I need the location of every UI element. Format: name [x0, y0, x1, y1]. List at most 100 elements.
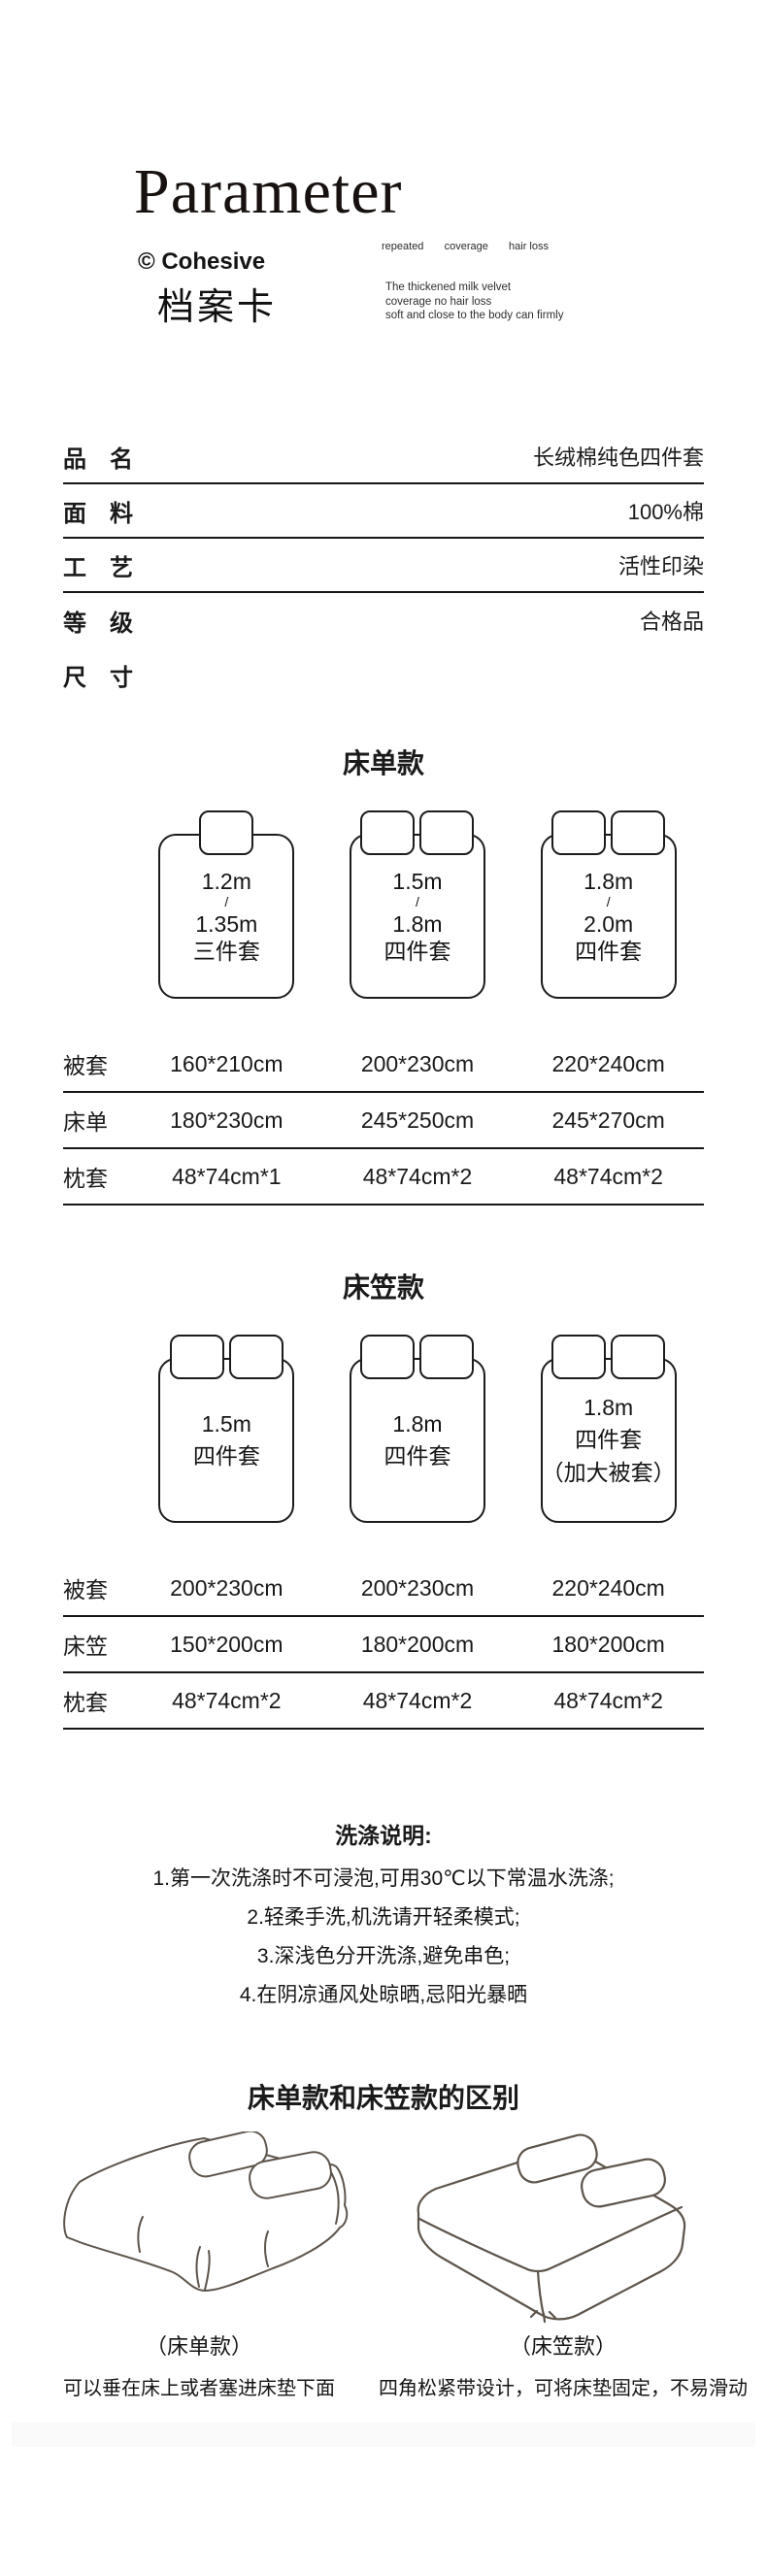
- pillow-icon: [551, 810, 607, 855]
- bed-size-label: 1.8m: [392, 910, 443, 937]
- washing-item: 2.轻柔手洗,机洗请开轻柔模式;: [247, 1906, 520, 1929]
- fitted-style-column: （床笠款） 四角松紧带设计，可将床垫固定，不易滑动: [379, 2131, 748, 2400]
- size-cell: 48*74cm*2: [362, 1163, 473, 1189]
- row-label: 床笠: [63, 1634, 108, 1659]
- size-cell: 180*200cm: [360, 1631, 475, 1657]
- bed-set-label: 四件套: [192, 1443, 260, 1469]
- size-cell: 200*230cm: [360, 1574, 475, 1601]
- bed-set-label: 四件套: [384, 1443, 451, 1469]
- size-cell: 150*200cm: [170, 1631, 283, 1657]
- size-cell: 245*270cm: [551, 1106, 665, 1133]
- bed-diagram: 1.2m / 1.35m 三件套: [158, 810, 295, 999]
- bed-size-label: 1.5m: [201, 1410, 251, 1437]
- mattress-outline: 1.8m / 2.0m 四件套: [540, 834, 677, 999]
- pillow-icon: [228, 1335, 283, 1379]
- washing-item: 1.第一次洗涤时不可浸泡,可用30℃以下常温水洗涤;: [152, 1867, 615, 1890]
- pillow-icon: [419, 810, 475, 855]
- sheet-style-column: （床单款） 可以垂在床上或者塞进床垫下面: [19, 2131, 379, 2400]
- pillow-icon: [611, 1335, 666, 1379]
- pillow-icon: [611, 810, 666, 855]
- mattress-outline: 1.8m 四件套 （加大被套）: [540, 1358, 677, 1523]
- size-cell: 180*230cm: [170, 1106, 283, 1133]
- bed-set-label: 四件套: [384, 938, 451, 964]
- fitted-size-table: 被套 200*230cm 200*230cm 220*240cm 床笠 150*…: [63, 1561, 704, 1730]
- illustration-label: （床单款）: [145, 2334, 252, 2359]
- mattress-outline: 1.5m 四件套: [158, 1358, 295, 1523]
- spec-label: 等 级: [63, 610, 133, 637]
- bed-diagram: 1.8m / 2.0m 四件套: [540, 810, 677, 999]
- washing-list: 1.第一次洗涤时不可浸泡,可用30℃以下常温水洗涤; 2.轻柔手洗,机洗请开轻柔…: [0, 1860, 767, 2015]
- keyword-row: repeated coverage hair loss: [382, 241, 549, 252]
- size-cell: 220*240cm: [551, 1574, 665, 1601]
- bed-set-label: 四件套: [575, 938, 643, 964]
- size-cell: 48*74cm*2: [553, 1163, 663, 1189]
- size-separator: /: [416, 894, 419, 910]
- product-description: The thickened milk velvet coverage no ha…: [385, 281, 563, 323]
- table-row: 床单 180*230cm 245*250cm 245*270cm: [63, 1093, 704, 1149]
- description-line: The thickened milk velvet: [385, 281, 512, 293]
- spec-row-size: 尺 寸: [63, 647, 704, 702]
- bed-size-label: 1.8m: [392, 1410, 443, 1437]
- table-row: 被套 200*230cm 200*230cm 220*240cm: [63, 1561, 704, 1617]
- footer-band: [12, 2423, 755, 2447]
- mattress-outline: 1.8m 四件套: [349, 1358, 485, 1523]
- spec-label: 工 艺: [63, 554, 133, 581]
- mattress-outline: 1.2m / 1.35m 三件套: [158, 834, 295, 999]
- bed-size-label: 1.5m: [392, 869, 443, 895]
- bed-set-note: （加大被套）: [541, 1459, 676, 1485]
- spec-row-fabric: 面 料 100%棉: [63, 484, 704, 539]
- size-cell: 48*74cm*2: [362, 1687, 473, 1713]
- keyword-coverage: coverage: [444, 241, 488, 252]
- keyword-repeated: repeated: [382, 241, 424, 252]
- size-cell: 160*210cm: [170, 1050, 283, 1076]
- pillow-icon: [360, 810, 416, 855]
- bed-size-label: 1.8m: [584, 1394, 634, 1420]
- spec-value: 活性印染: [617, 554, 704, 578]
- row-label: 枕套: [63, 1690, 108, 1715]
- table-row: 被套 160*210cm 200*230cm 220*240cm: [63, 1037, 704, 1093]
- size-cell: 48*74cm*1: [172, 1163, 282, 1189]
- bed-diagram: 1.8m 四件套: [349, 1335, 485, 1523]
- size-cell: 48*74cm*2: [172, 1687, 282, 1713]
- sheet-bed-diagrams: 1.2m / 1.35m 三件套 1.5m / 1.8m 四件套: [63, 810, 704, 999]
- pillow-icon: [551, 1335, 607, 1379]
- difference-comparison: （床单款） 可以垂在床上或者塞进床垫下面 （床笠款） 四角松紧带设计，可将床垫固…: [19, 2131, 748, 2400]
- row-label: 被套: [63, 1053, 108, 1078]
- bed-size-label: 1.35m: [195, 910, 258, 937]
- size-separator: /: [224, 894, 229, 910]
- bed-diagram: 1.5m / 1.8m 四件套: [349, 810, 485, 999]
- difference-title: 床单款和床笠款的区别: [247, 2083, 519, 2113]
- row-label: 枕套: [63, 1166, 108, 1191]
- fitted-bed-diagrams: 1.5m 四件套 1.8m 四件套: [63, 1335, 704, 1523]
- size-separator: /: [606, 894, 611, 910]
- section-title-sheet: 床单款: [342, 748, 424, 778]
- pillow-icon: [419, 1335, 475, 1379]
- bed-sheet-illustration: [62, 2131, 348, 2292]
- washing-item: 3.深浅色分开洗涤,避免串色;: [256, 1945, 511, 1967]
- pillow-icon: [199, 810, 254, 855]
- fitted-sheet-illustration: [417, 2133, 685, 2324]
- spec-row-name: 品 名 长绒棉纯色四件套: [63, 430, 704, 484]
- washing-instructions: 洗涤说明: 1.第一次洗涤时不可浸泡,可用30℃以下常温水洗涤; 2.轻柔手洗,…: [0, 1817, 767, 2015]
- table-row: 床笠 150*200cm 180*200cm 180*200cm: [63, 1617, 704, 1673]
- sheet-size-table: 被套 160*210cm 200*230cm 220*240cm 床单 180*…: [63, 1037, 704, 1205]
- bed-set-label: 四件套: [575, 1427, 643, 1453]
- spec-table: 品 名 长绒棉纯色四件套 面 料 100%棉 工 艺 活性印染 等 级 合格品 …: [63, 430, 704, 702]
- mattress-outline: 1.5m / 1.8m 四件套: [349, 834, 485, 999]
- row-label: 被套: [63, 1577, 108, 1602]
- section-title-fitted: 床笠款: [342, 1272, 424, 1303]
- table-row: 枕套 48*74cm*2 48*74cm*2 48*74cm*2: [63, 1673, 704, 1730]
- illustration-label: （床笠款）: [509, 2334, 617, 2359]
- washing-item: 4.在阴凉通风处晾晒,忌阳光暴晒: [239, 1984, 528, 2006]
- size-cell: 48*74cm*2: [553, 1687, 663, 1713]
- card-subtitle: 档案卡: [157, 287, 278, 328]
- spec-value: 100%棉: [627, 500, 704, 524]
- size-cell: 200*230cm: [170, 1574, 283, 1601]
- spec-label: 品 名: [63, 446, 133, 473]
- spec-value: 合格品: [639, 610, 704, 634]
- spec-label: 尺 寸: [63, 664, 133, 691]
- size-cell: 220*240cm: [551, 1050, 665, 1076]
- bed-diagram: 1.8m 四件套 （加大被套）: [540, 1335, 677, 1523]
- description-line: soft and close to the body can firmly: [385, 310, 564, 322]
